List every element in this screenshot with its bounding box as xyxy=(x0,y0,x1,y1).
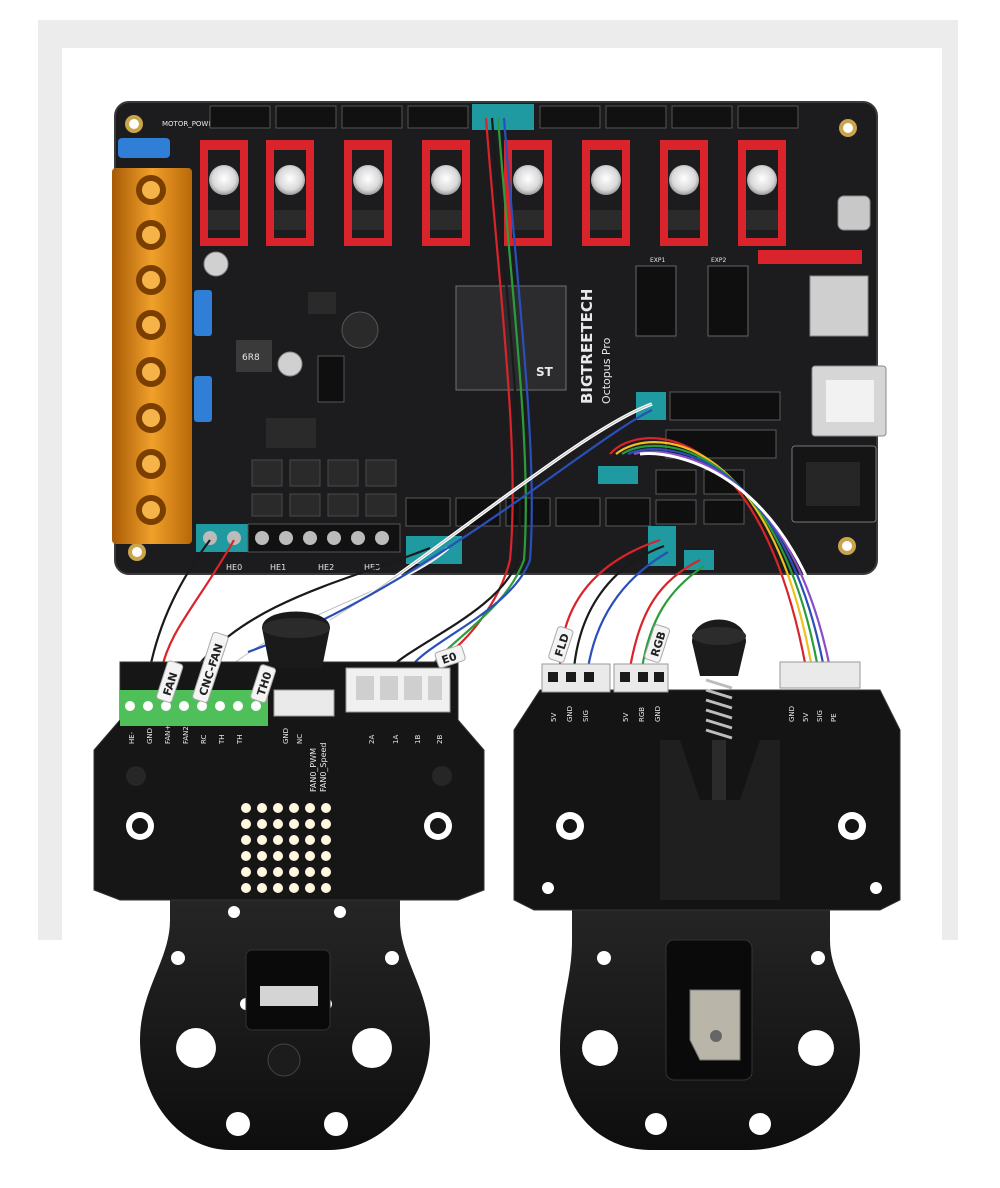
pin-label: 5V xyxy=(622,713,630,722)
pin-label: 2A xyxy=(368,735,376,744)
model-label: Octopus Pro xyxy=(600,337,613,404)
pin-label: TH xyxy=(218,734,226,745)
pin-label: TH xyxy=(236,734,244,745)
he0-label: HE0 xyxy=(226,563,242,572)
power-terminal-block xyxy=(112,168,192,544)
pin-label: FAN2 xyxy=(182,726,190,744)
e0-tag: E0 xyxy=(440,650,459,667)
pin-label: FAN+ xyxy=(164,725,172,744)
exp2-label: EXP2 xyxy=(711,257,727,264)
pin-label: SIG xyxy=(582,710,590,722)
pin-label: RC xyxy=(200,734,208,744)
exp1-label: EXP1 xyxy=(650,257,666,264)
pin-label: NC xyxy=(296,734,304,744)
pin-label: 1A xyxy=(392,735,400,744)
heater-terminals: HE0 HE1 HE2 HE3 xyxy=(196,523,401,572)
pin-label: GND xyxy=(654,706,662,722)
pin-label: SIG xyxy=(816,710,824,722)
pin-label: 5V xyxy=(802,713,810,722)
fan0-speed-label: FAN0_Speed xyxy=(319,743,328,793)
spring xyxy=(705,678,733,740)
toolhead-board-right: FLD RGB 5V GND SIG 5V RGB GND GND 5V SIG… xyxy=(513,619,901,1150)
pin-label: RGB xyxy=(638,707,646,722)
pin-label: 1B xyxy=(414,735,422,744)
toolhead-board-left: FAN CNC-FAN TH0 E0 FAN0_PWM FAN0_Speed H… xyxy=(93,611,485,1150)
pin-label: GND xyxy=(146,728,154,744)
he2-label: HE2 xyxy=(318,563,334,572)
sd-card-slot xyxy=(809,275,869,337)
svg-text:ST: ST xyxy=(536,365,554,379)
pin-label: GND xyxy=(566,706,574,722)
pin-label: GND xyxy=(282,728,290,744)
usb-c-port xyxy=(837,195,871,231)
fuse-icon xyxy=(194,376,212,422)
led-matrix xyxy=(241,803,331,893)
inductor xyxy=(236,340,272,372)
pin-label: HE- xyxy=(128,731,136,744)
red-header-strip xyxy=(758,250,862,264)
brand-label: BIGTREETECH xyxy=(578,289,596,404)
pin-label: 5V xyxy=(550,713,558,722)
fuse-icon xyxy=(118,138,170,158)
he3-label: HE3 xyxy=(364,563,380,572)
fan0-pwm-label: FAN0_PWM xyxy=(309,748,318,792)
can-connector xyxy=(472,104,534,130)
pin-label: PE xyxy=(830,713,838,722)
pin-label: 2B xyxy=(436,735,444,744)
exp1-header xyxy=(635,265,677,337)
fuse-icon xyxy=(194,290,212,336)
motor-power-label: MOTOR_POWER xyxy=(162,120,218,128)
exp2-header xyxy=(707,265,749,337)
inductor-label: 6R8 xyxy=(242,353,260,363)
pin-label: GND xyxy=(788,706,796,722)
mainboard: MOTOR_POWER xyxy=(112,101,887,575)
he1-label: HE1 xyxy=(270,563,286,572)
driver-sockets xyxy=(200,140,786,246)
